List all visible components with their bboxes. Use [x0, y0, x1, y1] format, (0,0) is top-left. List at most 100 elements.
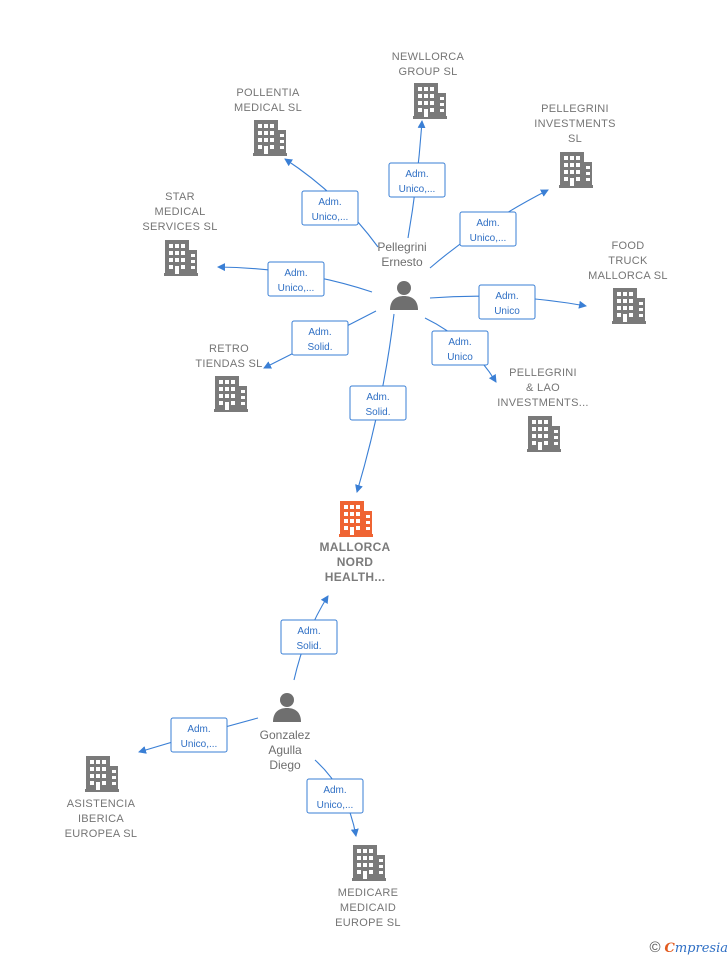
company-node-newllorca[interactable]: NEWLLORCA GROUP SL: [392, 51, 465, 119]
edge-asistencia: Adm. Unico,...: [138, 717, 259, 754]
company-label: IBERICA: [78, 813, 124, 825]
role-badge-text: Unico: [447, 352, 473, 363]
brand-initial: C: [664, 941, 675, 956]
nodes-layer: NEWLLORCA GROUP SL POLLENTIA MEDICAL SL PELL…: [65, 51, 668, 929]
role-badge[interactable]: Adm. Unico,...: [267, 261, 325, 297]
role-badge-text: Unico,...: [470, 233, 507, 244]
company-label: INVESTMENTS...: [497, 397, 589, 409]
role-badge[interactable]: Adm. Unico: [478, 284, 536, 320]
building-icon: [214, 376, 248, 412]
role-badge-text: Unico,...: [312, 212, 349, 223]
role-badge-text: Adm.: [308, 327, 331, 338]
role-badge-text: Unico,...: [181, 739, 218, 750]
role-badge-text: Adm.: [405, 169, 428, 180]
role-badge[interactable]: Adm.Solid.: [291, 320, 349, 356]
role-badge-text: Unico,...: [399, 184, 436, 195]
company-label: MALLORCA: [319, 540, 390, 554]
edge-mallorca-gonzalez: Adm.Solid.: [280, 595, 338, 681]
building-icon: [339, 501, 373, 537]
role-badge-box: [388, 162, 446, 198]
role-badge-text: Adm.: [495, 291, 518, 302]
role-badge[interactable]: Adm. Unico,...: [388, 162, 446, 198]
role-badge-text: Adm.: [284, 268, 307, 279]
person-label: Agulla: [268, 743, 302, 757]
person-icon: [390, 281, 418, 310]
edge-mallorca-ernesto: Adm. Solid.: [349, 313, 407, 493]
person-icon: [273, 693, 301, 722]
person-label: Ernesto: [381, 255, 423, 269]
company-node-pollentia[interactable]: POLLENTIA MEDICAL SL: [234, 87, 302, 156]
edge-food: Adm. Unico: [429, 284, 587, 320]
company-node-mallorca[interactable]: MALLORCANORDHEALTH...: [319, 501, 390, 584]
person-label: Pellegrini: [377, 240, 426, 254]
role-badge-box: [306, 778, 364, 814]
company-label: PELLEGRINI: [541, 103, 609, 115]
edge-medicare: Adm. Unico,...: [306, 759, 364, 837]
role-badge[interactable]: Adm. Unico,...: [301, 190, 359, 226]
building-icon: [559, 152, 593, 188]
person-label: Diego: [269, 758, 301, 772]
role-badge[interactable]: Adm.Solid.: [280, 619, 338, 655]
role-badge-text: Adm.: [297, 626, 320, 637]
building-icon: [352, 845, 386, 881]
company-label: HEALTH...: [325, 570, 385, 584]
company-node-medicare[interactable]: MEDICARE MEDICAID EUROPE SL: [335, 845, 401, 929]
building-icon: [612, 288, 646, 324]
role-badge-text: Unico,...: [278, 283, 315, 294]
edges-layer: Adm.Unico,...Adm.Unico,...Adm.Unico,...A…: [138, 120, 587, 837]
role-badge-text: Adm.: [366, 392, 389, 403]
role-badge-text: Solid.: [365, 407, 390, 418]
company-label: ASISTENCIA: [67, 798, 136, 810]
company-label: MALLORCA SL: [588, 270, 668, 282]
role-badge[interactable]: Adm. Unico,...: [170, 717, 228, 753]
company-label: NORD: [337, 555, 374, 569]
company-label: EUROPE SL: [335, 917, 401, 929]
company-label: & LAO: [526, 382, 560, 394]
company-label: GROUP SL: [398, 66, 457, 78]
role-badge-box: [170, 717, 228, 753]
role-badge-text: Unico: [494, 306, 520, 317]
role-badge-box: [280, 619, 338, 655]
role-badge-text: Unico,...: [317, 800, 354, 811]
role-badge[interactable]: Adm. Solid.: [349, 385, 407, 421]
edge-pollentia: Adm. Unico,...: [284, 158, 379, 248]
company-label: INVESTMENTS: [534, 118, 616, 130]
brand-footer[interactable]: ©Cmpresia: [649, 939, 728, 956]
role-badge[interactable]: Adm. Unico,...: [306, 778, 364, 814]
role-badge[interactable]: Adm. Unico: [431, 330, 489, 366]
company-label: TIENDAS SL: [195, 358, 262, 370]
company-label: FOOD: [612, 240, 645, 252]
company-label: PELLEGRINI: [509, 367, 577, 379]
company-label: NEWLLORCA: [392, 51, 465, 63]
role-badge-box: [478, 284, 536, 320]
company-node-asistencia[interactable]: ASISTENCIA IBERICA EUROPEA SL: [65, 756, 138, 840]
company-node-pellegrini-lao[interactable]: PELLEGRINI & LAO INVESTMENTS...: [497, 367, 589, 452]
role-badge-text: Adm.: [323, 785, 346, 796]
edge-newllorca: Adm. Unico,...: [388, 120, 446, 239]
role-badge-text: Adm.: [187, 724, 210, 735]
edge-star: Adm. Unico,...: [217, 261, 373, 297]
company-node-food[interactable]: FOOD TRUCK MALLORCA SL: [588, 240, 668, 324]
role-badge-text: Adm.: [476, 218, 499, 229]
copyright-icon: ©: [649, 939, 661, 956]
building-icon: [527, 416, 561, 452]
company-label: MEDICAID: [340, 902, 396, 914]
role-badge-box: [459, 211, 517, 247]
company-label: EUROPEA SL: [65, 828, 138, 840]
building-icon: [413, 83, 447, 119]
company-label: MEDICAL SL: [234, 102, 302, 114]
edge-retro: Adm.Solid.: [263, 310, 377, 369]
company-label: MEDICARE: [338, 887, 398, 899]
role-badge-text: Adm.: [318, 197, 341, 208]
company-label: TRUCK: [608, 255, 648, 267]
company-label: POLLENTIA: [236, 87, 300, 99]
role-badge[interactable]: Adm. Unico,...: [459, 211, 517, 247]
role-badge-text: Adm.: [448, 337, 471, 348]
building-icon: [253, 120, 287, 156]
